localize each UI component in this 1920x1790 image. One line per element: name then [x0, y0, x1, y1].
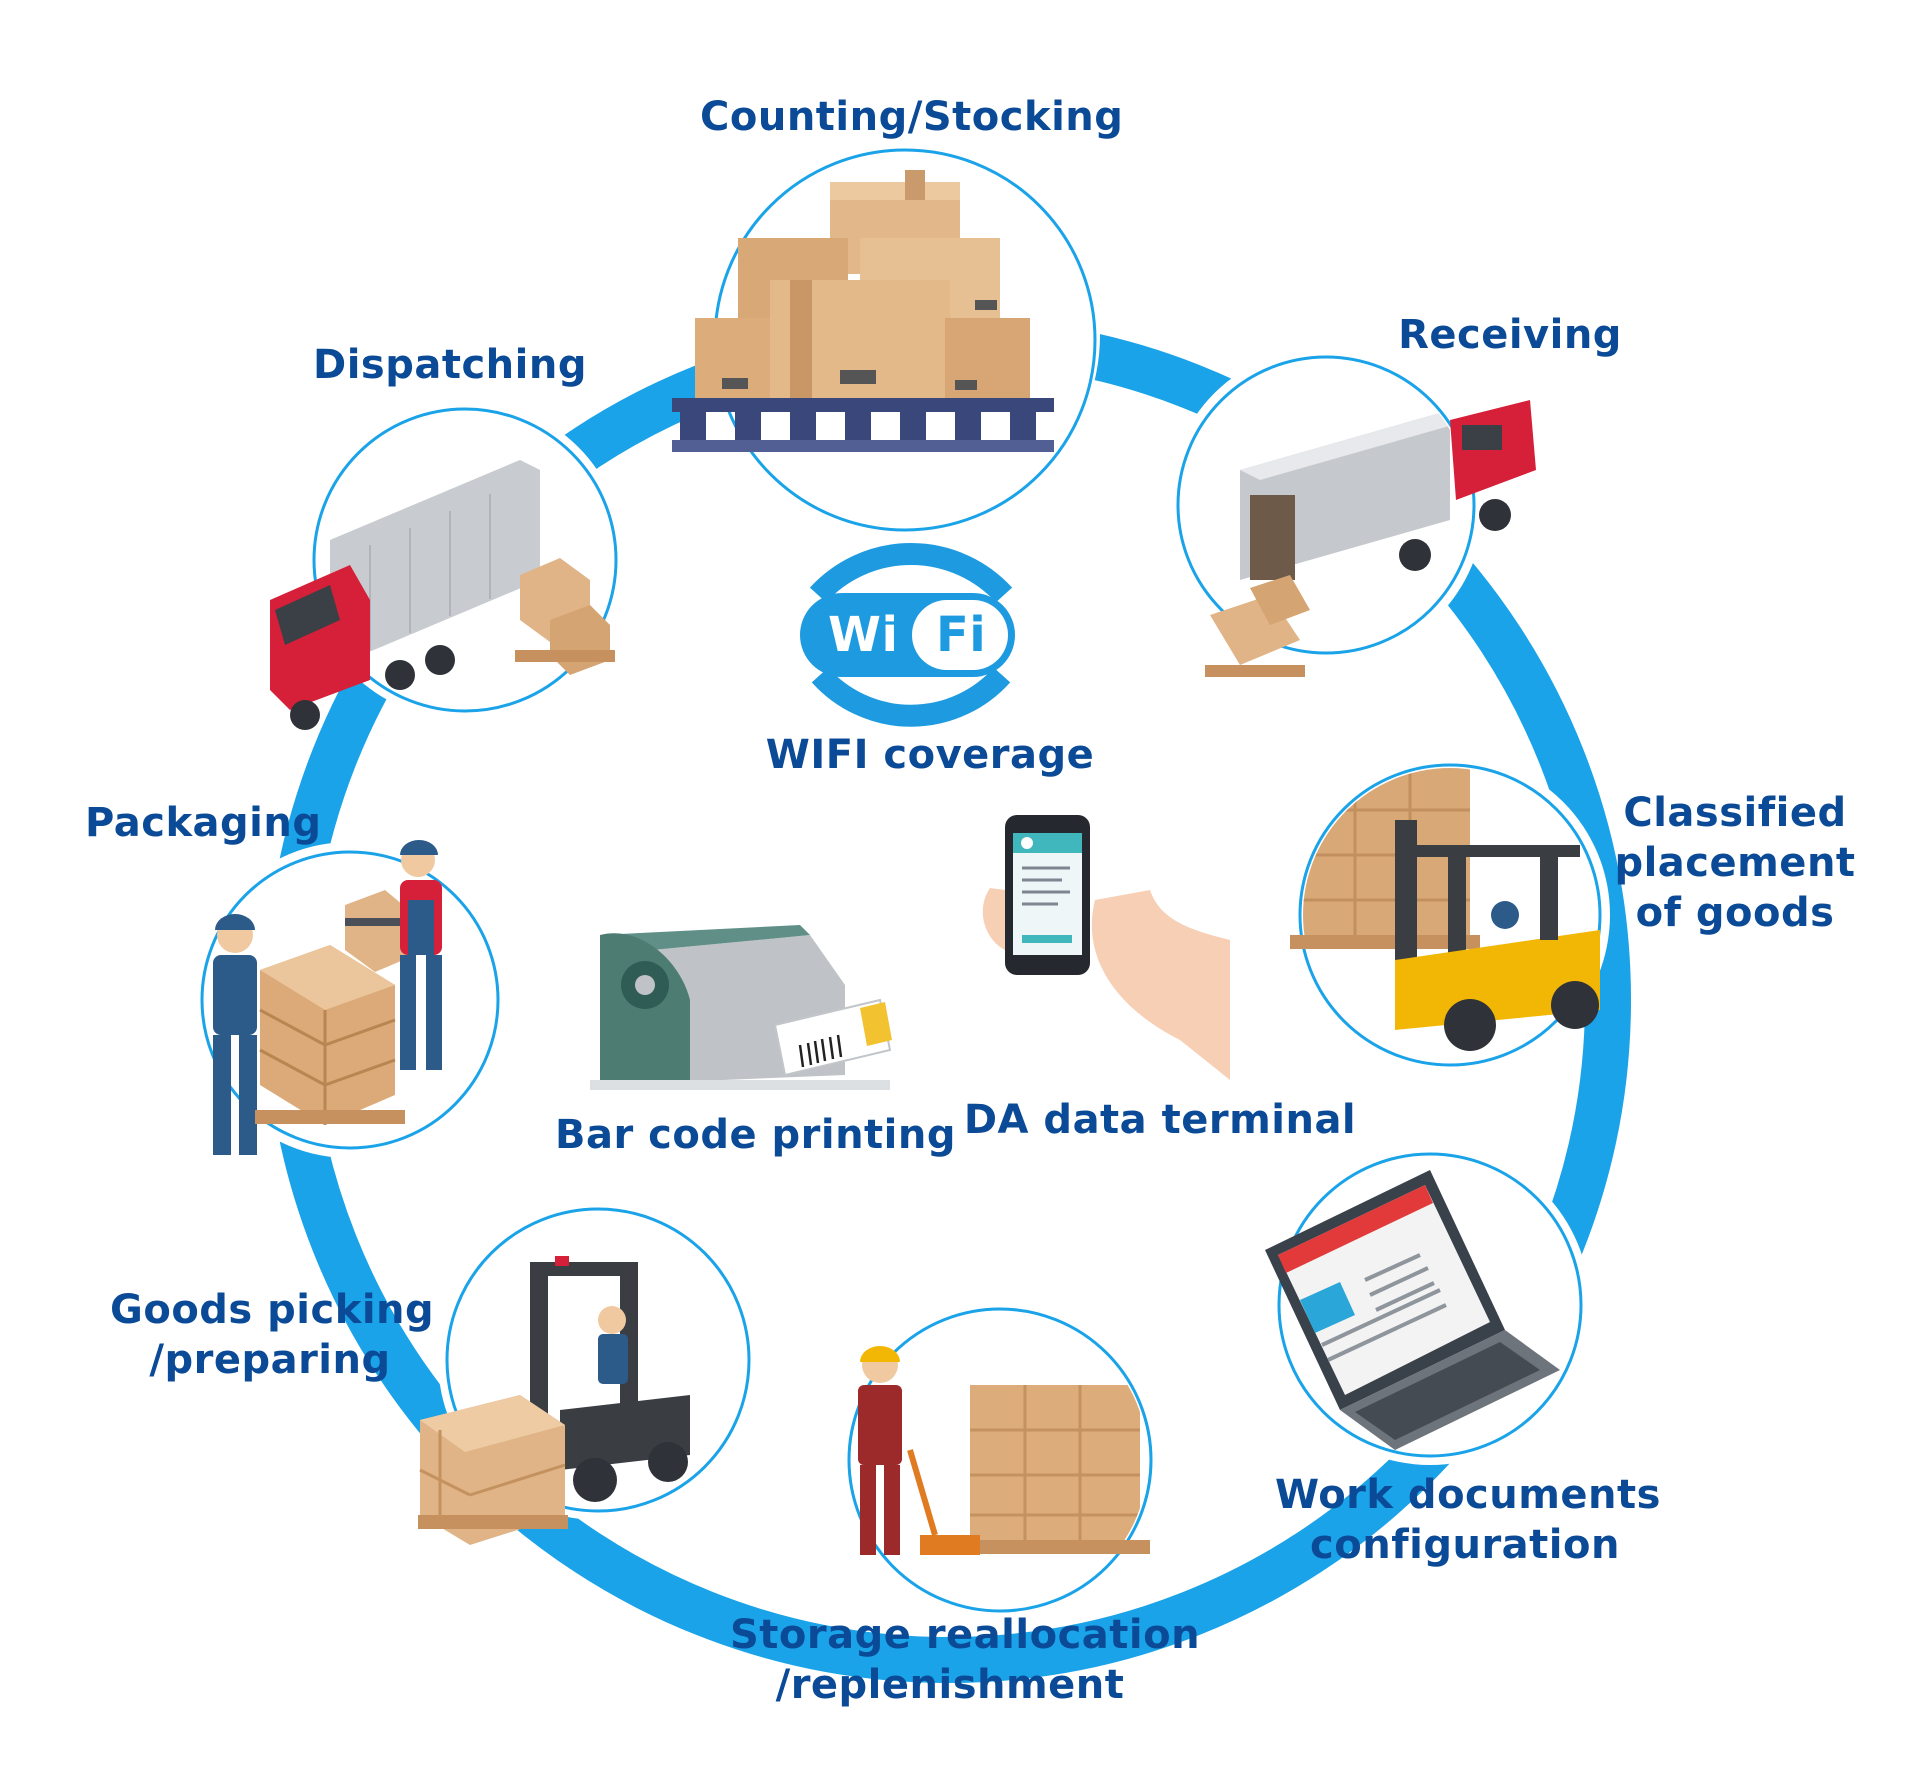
node-outlines	[200, 148, 1602, 1613]
barcode-printer-icon	[590, 925, 892, 1090]
receiving-label: Receiving	[1398, 312, 1622, 358]
wifi-wi-text: Wi	[828, 607, 899, 663]
wifi-fi-text: Fi	[936, 607, 987, 663]
classified-placement-label: Classified placement of goods	[1614, 790, 1856, 936]
storage-reallocation-label: Storage reallocation /replenishment	[730, 1612, 1201, 1708]
bar-code-printing-label: Bar code printing	[555, 1112, 956, 1158]
pallet-boxes-icon	[672, 170, 1054, 452]
goods-picking-label: Goods picking /preparing	[110, 1287, 435, 1383]
workers-boxes-icon	[213, 840, 442, 1155]
wifi-coverage-label: WIFI coverage	[765, 732, 1095, 778]
forklift-icon-picking	[418, 1256, 690, 1545]
packaging-label: Packaging	[85, 800, 322, 846]
wifi-logo-icon	[800, 543, 1015, 727]
truck-unloading-icon	[1205, 400, 1536, 677]
phone-in-hand-icon	[982, 815, 1230, 1080]
da-data-terminal-label: DA data terminal	[963, 1097, 1357, 1143]
work-documents-label: Work documents configuration	[1275, 1472, 1661, 1568]
pallet-jack-icon	[858, 1346, 1150, 1555]
laptop-icon	[1265, 1170, 1560, 1450]
counting-stocking-label: Counting/Stocking	[700, 94, 1124, 140]
dispatching-label: Dispatching	[313, 342, 587, 388]
truck-icon	[270, 460, 615, 730]
